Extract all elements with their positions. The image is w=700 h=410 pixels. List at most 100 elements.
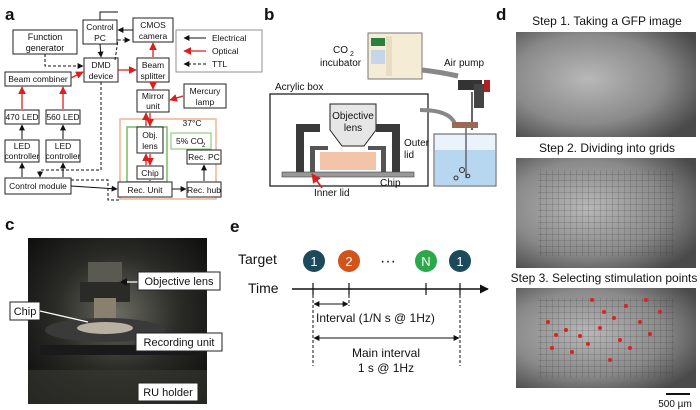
svg-text:560 LED: 560 LED <box>46 112 79 122</box>
panel-label-b: b <box>264 5 274 24</box>
panel-label-d: d <box>496 5 506 24</box>
callout-ru-holder: RU holder <box>137 382 199 402</box>
stimulation-point <box>546 320 550 324</box>
svg-text:device: device <box>89 71 114 81</box>
svg-text:Obj.: Obj. <box>142 130 158 140</box>
objective-lens-b: Objective lens <box>329 103 377 147</box>
stimulation-point <box>578 334 582 338</box>
stimulation-point <box>644 298 648 302</box>
air-pump-label: Air pump <box>444 58 484 69</box>
target-text-4: 1 <box>456 254 463 269</box>
svg-text:Rec. PC: Rec. PC <box>188 152 220 162</box>
block-dmd-device: DMD device <box>83 57 119 83</box>
time-ticks <box>312 283 461 295</box>
block-560-led: 560 LED <box>45 109 81 125</box>
inner-lid <box>310 146 386 172</box>
target-text-2: 2 <box>345 254 352 269</box>
outer-lid-label-1: Outer <box>404 138 430 149</box>
stimulation-point <box>658 310 662 314</box>
gas-tube <box>419 108 457 125</box>
step-2-label: Step 2. Dividing into grids <box>539 141 675 155</box>
legend-electrical: Electrical <box>212 33 247 43</box>
co2-label-a: 5% CO 2 <box>170 132 212 150</box>
target-ellipsis: ··· <box>380 253 396 270</box>
block-obj-lens: Obj. lens <box>136 126 164 154</box>
svg-text:LED: LED <box>14 141 31 151</box>
inner-lid-arrow <box>311 173 323 189</box>
co2-label-b: CO <box>333 45 348 56</box>
block-mirror-unit: Mirror unit <box>136 89 170 113</box>
svg-text:splitter: splitter <box>140 71 165 81</box>
block-control-module: Control module <box>4 177 72 195</box>
svg-text:lens: lens <box>344 123 362 134</box>
callout-recording-unit: Recording unit <box>135 332 223 352</box>
svg-text:Beam combiner: Beam combiner <box>8 74 68 84</box>
svg-text:Rec. hub: Rec. hub <box>187 185 221 195</box>
target-text-3: N <box>421 254 430 269</box>
callout-objective-lens: Objective lens <box>119 271 221 291</box>
svg-text:PC: PC <box>94 33 106 43</box>
chip-label-b: Chip <box>380 178 401 189</box>
svg-text:Beam: Beam <box>142 60 164 70</box>
scale-bar-label: 500 µm <box>658 399 692 410</box>
block-470-led: 470 LED <box>4 109 40 125</box>
svg-text:lens: lens <box>142 141 158 151</box>
incubator-label: incubator <box>320 58 362 69</box>
block-led-controller-1: LED controller <box>4 139 40 163</box>
air-pump-device <box>458 80 490 108</box>
target-label: Target <box>238 251 277 267</box>
target-markers: 1 2 N 1 <box>303 250 471 272</box>
svg-text:2: 2 <box>350 51 354 58</box>
ttl-connections <box>37 37 131 201</box>
gfp-image <box>516 32 696 137</box>
svg-text:Function: Function <box>28 32 63 42</box>
optical-paths <box>18 42 184 166</box>
svg-text:generator: generator <box>26 43 65 53</box>
panel-label-a: a <box>5 5 15 24</box>
temperature-label: 37°C <box>183 118 202 128</box>
stimulation-point <box>638 320 642 324</box>
legend-optical: Optical <box>212 46 239 56</box>
stimulation-point <box>564 328 568 332</box>
stimulation-point <box>550 346 554 350</box>
svg-text:Rec. Unit: Rec. Unit <box>128 185 164 195</box>
stimulation-point <box>590 298 594 302</box>
stimulation-point <box>586 342 590 346</box>
stimulation-point <box>598 326 602 330</box>
block-led-controller-2: LED controller <box>45 139 81 163</box>
target-text-1: 1 <box>310 254 317 269</box>
stimulation-point <box>612 316 616 320</box>
block-chip-a: Chip <box>136 165 164 180</box>
main-interval-label-1: Main interval <box>352 346 420 360</box>
grid-overlay <box>538 170 674 256</box>
svg-text:DMD: DMD <box>91 60 110 70</box>
panel-c: c Objective lens Chip Recording unit <box>5 215 223 404</box>
panel-b: b CO 2 incubator Air pump Acrylic box Ob… <box>264 5 497 199</box>
svg-text:Recording unit: Recording unit <box>144 337 215 349</box>
stimulation-point <box>624 304 628 308</box>
time-label: Time <box>248 280 279 296</box>
svg-text:Control module: Control module <box>9 181 67 191</box>
electrical-connections <box>19 11 207 192</box>
block-control-pc: Control PC <box>82 19 118 45</box>
svg-text:5% CO: 5% CO <box>176 136 204 146</box>
panel-label-e: e <box>230 217 239 236</box>
block-beam-splitter: Beam splitter <box>136 57 170 83</box>
block-function-generator: Function generator <box>12 29 78 55</box>
block-cmos-camera: CMOS camera <box>132 17 174 43</box>
dashed-guides <box>312 295 461 366</box>
svg-text:Objective: Objective <box>332 111 374 122</box>
main-interval-label-2: 1 s @ 1Hz <box>358 361 414 375</box>
target-circle-1 <box>303 250 325 272</box>
outer-lid-walls <box>296 124 400 174</box>
svg-text:Chip: Chip <box>141 168 159 178</box>
panel-d: d Step 1. Taking a GFP image Step 2. Div… <box>496 5 697 410</box>
svg-text:controller: controller <box>5 151 40 161</box>
callout-chip: Chip <box>9 301 89 323</box>
block-rec-hub: Rec. hub <box>186 181 222 198</box>
svg-text:Chip: Chip <box>14 306 37 318</box>
svg-text:camera: camera <box>139 31 168 41</box>
stimulation-point <box>608 358 612 362</box>
